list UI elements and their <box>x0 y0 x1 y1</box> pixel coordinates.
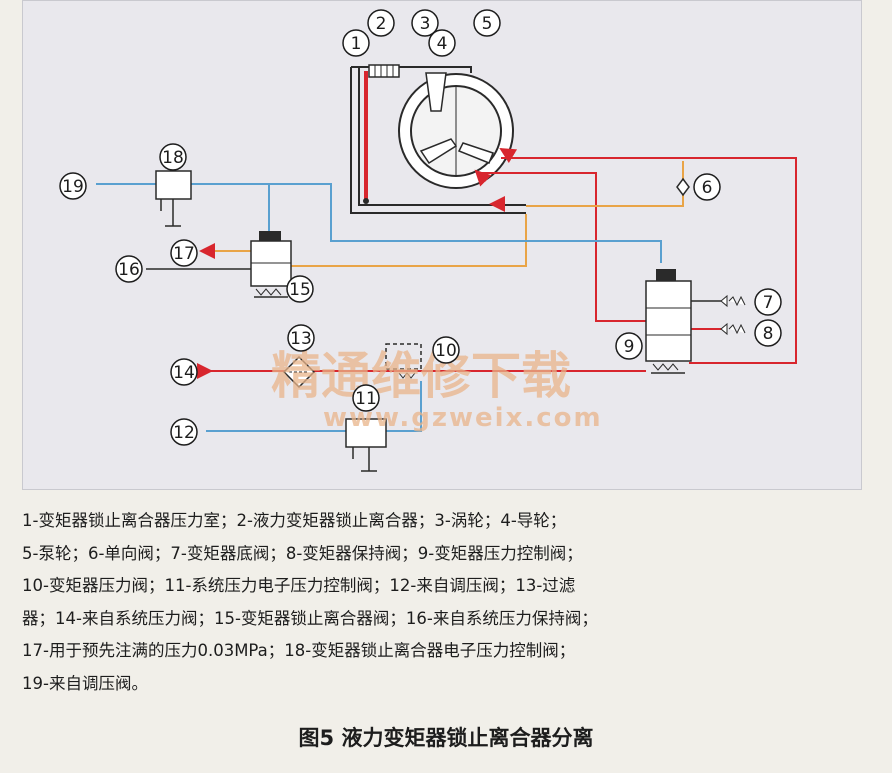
callout-circle <box>115 255 143 283</box>
hydraulic-diagram: 精通维修下载 www.gzweix.com 123456789101112131… <box>59 9 797 472</box>
callout-number: 13 <box>290 329 312 349</box>
blue-line-18-out <box>191 183 662 263</box>
legend-line: 10-变矩器压力阀；11-系统压力电子压力控制阀；12-来自调压阀；13-过滤 <box>22 576 576 595</box>
callout-circle <box>170 239 198 267</box>
callout-number: 12 <box>173 423 195 443</box>
callout-circle <box>286 275 314 303</box>
callout-circle <box>170 358 198 386</box>
callout-7: 7 <box>754 288 782 316</box>
callout-circle <box>170 418 198 446</box>
torque-converter <box>350 64 526 214</box>
callout-circle <box>754 319 782 347</box>
legend: 1-变矩器锁止离合器压力室；2-液力变矩器锁止离合器；3-涡轮；4-导轮； 5-… <box>22 505 872 700</box>
callout-1: 1 <box>342 29 370 57</box>
callout-10: 10 <box>432 336 460 364</box>
callout-circle <box>693 173 721 201</box>
legend-line: 17-用于预先注满的压力0.03MPa；18-变矩器锁止离合器电子压力控制阀； <box>22 641 576 660</box>
callout-19: 19 <box>59 172 87 200</box>
callout-number: 4 <box>437 34 448 54</box>
orange-line-6 <box>526 161 684 207</box>
solenoid-11 <box>345 418 387 448</box>
red-line-converter-feed <box>479 172 646 322</box>
callout-number: 11 <box>355 389 377 409</box>
callout-8: 8 <box>754 319 782 347</box>
callout-number: 2 <box>376 14 387 34</box>
callout-circle <box>473 9 501 37</box>
callout-number: 9 <box>624 337 635 357</box>
callout-2: 2 <box>367 9 395 37</box>
check-valve-7 <box>720 294 746 308</box>
callout-circle <box>411 9 439 37</box>
callout-circle <box>287 324 315 352</box>
callout-number: 19 <box>62 177 84 197</box>
pump-vane <box>457 142 494 164</box>
callout-circle <box>615 332 643 360</box>
callout-circle <box>432 336 460 364</box>
callout-6: 6 <box>693 173 721 201</box>
callout-3: 3 <box>411 9 439 37</box>
lockup-clutch <box>368 64 400 78</box>
blue-line-11-out <box>386 381 422 432</box>
callout-17: 17 <box>170 239 198 267</box>
callout-number: 17 <box>173 244 195 264</box>
callout-16: 16 <box>115 255 143 283</box>
callout-circle <box>59 172 87 200</box>
callout-circle <box>428 29 456 57</box>
callout-number: 1 <box>351 34 362 54</box>
solenoid-18 <box>155 170 192 200</box>
check-valve-6 <box>676 177 690 197</box>
callout-number: 6 <box>702 178 713 198</box>
callout-number: 15 <box>289 280 311 300</box>
watermark: 精通维修下载 www.gzweix.com <box>271 346 601 433</box>
callout-circle <box>754 288 782 316</box>
callout-18: 18 <box>159 143 187 171</box>
callout-circle <box>352 384 380 412</box>
callout-number: 18 <box>162 148 184 168</box>
check-valve-8 <box>720 322 746 336</box>
callout-14: 14 <box>170 358 198 386</box>
turbine-vane <box>425 72 447 112</box>
legend-line: 器；14-来自系统压力阀；15-变矩器锁止离合器阀；16-来自系统压力保持阀； <box>22 608 598 628</box>
callout-11: 11 <box>352 384 380 412</box>
callout-9: 9 <box>615 332 643 360</box>
red-line-converter-return <box>501 157 797 364</box>
valve-10 <box>385 343 422 370</box>
callout-number: 14 <box>173 363 195 383</box>
callout-number: 5 <box>482 14 493 34</box>
callout-number: 10 <box>435 341 457 361</box>
callout-15: 15 <box>286 275 314 303</box>
legend-line: 19-来自调压阀。 <box>22 673 148 693</box>
callout-circle <box>159 143 187 171</box>
callout-number: 16 <box>118 260 140 280</box>
callout-circle <box>367 9 395 37</box>
orange-line-15 <box>286 214 527 267</box>
callout-5: 5 <box>473 9 501 37</box>
watermark-text: 精通维修下载 <box>271 346 571 405</box>
valve-9 <box>645 280 692 362</box>
figure-caption: 图5 液力变矩器锁止离合器分离 <box>298 726 594 750</box>
callout-12: 12 <box>170 418 198 446</box>
callout-circle <box>342 29 370 57</box>
callout-number: 8 <box>763 324 774 344</box>
callout-number: 7 <box>763 293 774 313</box>
callout-13: 13 <box>287 324 315 352</box>
components <box>155 170 746 472</box>
legend-line: 5-泵轮；6-单向阀；7-变矩器底阀；8-变矩器保持阀；9-变矩器压力控制阀； <box>22 543 583 563</box>
callout-4: 4 <box>428 29 456 57</box>
legend-line: 1-变矩器锁止离合器压力室；2-液力变矩器锁止离合器；3-涡轮；4-导轮； <box>22 511 567 530</box>
callout-number: 3 <box>420 14 431 34</box>
flow-lines <box>96 147 797 432</box>
